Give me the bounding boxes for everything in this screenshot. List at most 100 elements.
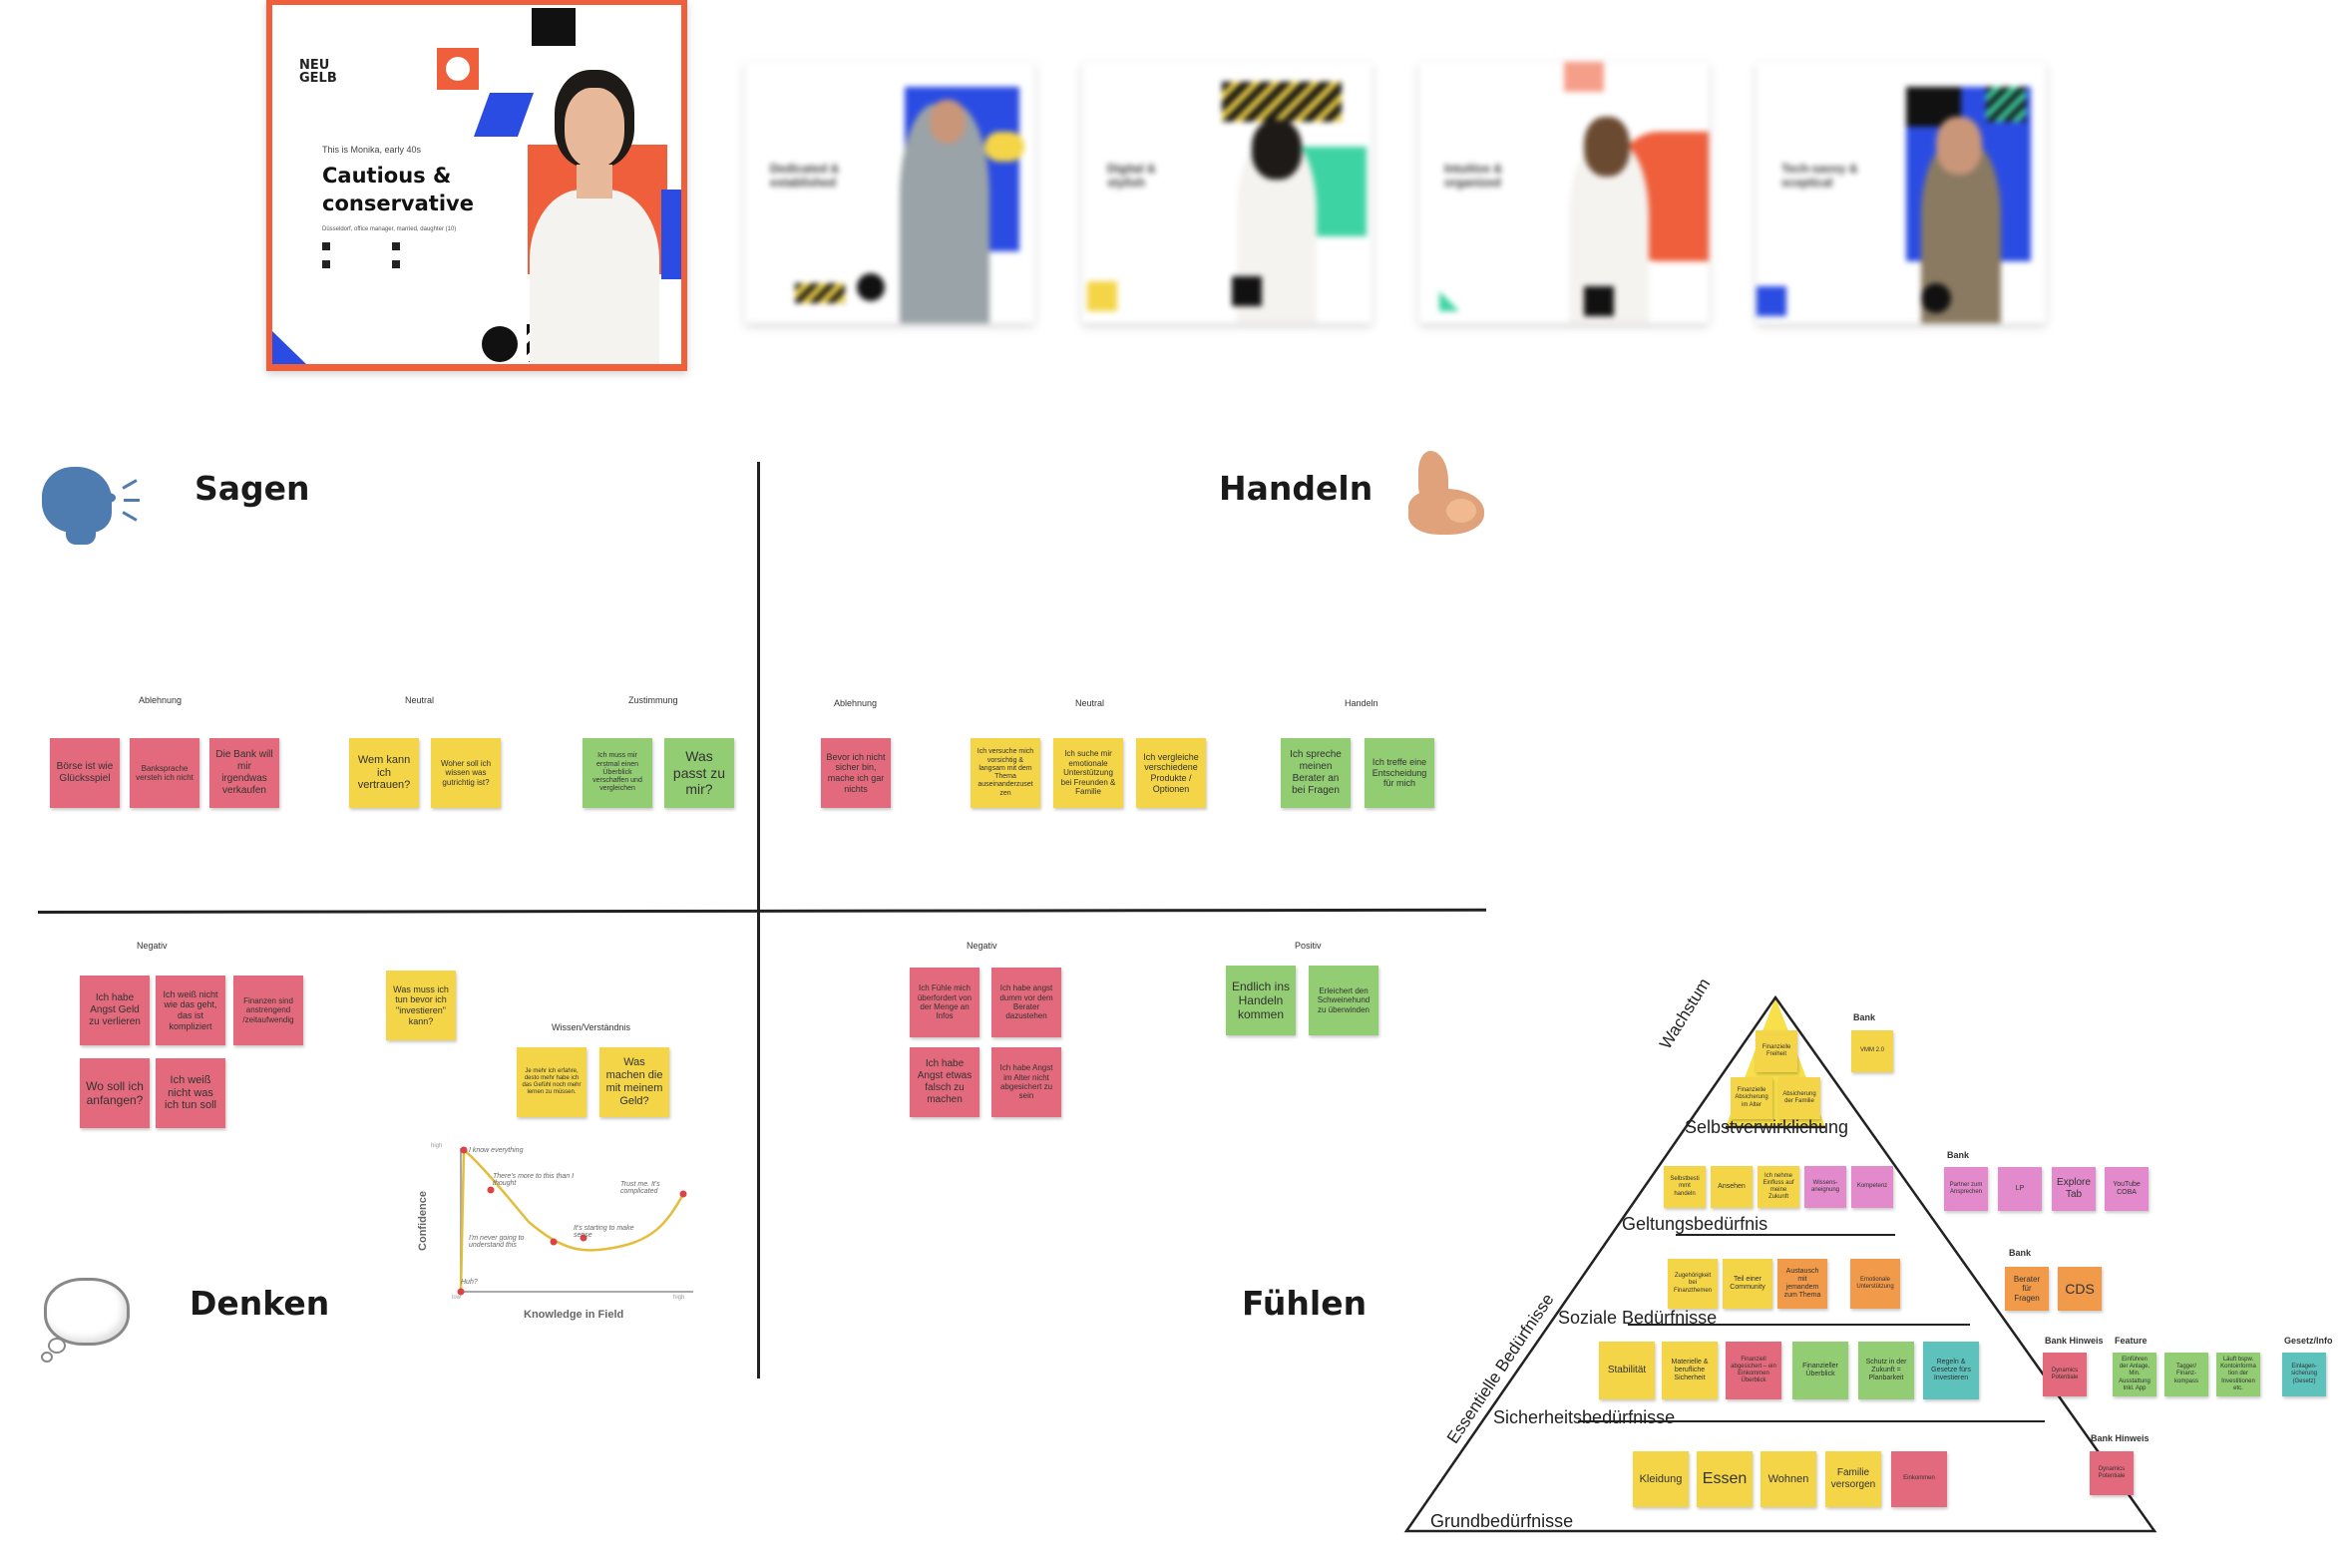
pyramid-level-soziale-beduerfnisse: Soziale Bedürfnisse xyxy=(1558,1308,1718,1328)
sticky-note[interactable]: Läuft bspw. Kontoinformation der Investi… xyxy=(2216,1353,2260,1396)
thought-bubble-icon xyxy=(38,1272,130,1363)
sticky-note[interactable]: Ich spreche meinen Berater an bei Fragen xyxy=(1281,738,1351,808)
category-label-bank-hinweis: Bank Hinweis xyxy=(2045,1336,2104,1346)
sticky-note[interactable]: Ich weiß nicht wie das geht, das ist kom… xyxy=(156,976,225,1045)
dunning-kruger-chart xyxy=(457,1146,693,1296)
sticky-note[interactable]: VMM 2.0 xyxy=(1851,1030,1893,1072)
sticky-note[interactable]: YouTube COBA xyxy=(2105,1167,2149,1211)
sticky-note[interactable]: Börse ist wie Glücksspiel xyxy=(50,738,120,808)
sticky-note[interactable]: Woher soll ich wissen was gutrichtig ist… xyxy=(431,738,501,808)
empathy-vertical-axis xyxy=(757,462,760,1378)
sticky-note[interactable]: Finanzielle Absicherung im Alter xyxy=(1731,1077,1772,1119)
quadrant-heading-fuehlen: Fühlen xyxy=(1242,1284,1368,1323)
sticky-note[interactable]: Partner zum Ansprechen xyxy=(1944,1167,1988,1211)
persona-card-5[interactable]: Tech-savvy & sceptical xyxy=(1757,62,2046,323)
sticky-note[interactable]: Dynamics Potentiale xyxy=(2043,1353,2087,1396)
category-label-bank-hinweis: Bank Hinweis xyxy=(2091,1433,2150,1443)
sticky-note[interactable]: Wem kann ich vertrauen? xyxy=(349,738,419,808)
sticky-note[interactable]: Ansehen xyxy=(1711,1166,1753,1208)
sticky-note[interactable]: Kompetenz xyxy=(1851,1166,1893,1208)
blue-triangle-shape xyxy=(272,331,306,364)
label-neutral: Neutral xyxy=(405,695,435,705)
label-zustimmung: Zustimmung xyxy=(628,695,678,705)
persona-attr-icons xyxy=(322,242,432,272)
sticky-note[interactable]: Banksprache versteh ich nicht xyxy=(130,738,199,808)
sticky-note[interactable]: Absicherung der Familie xyxy=(1778,1077,1820,1119)
sticky-note[interactable]: Ich suche mir emotionale Unterstützung b… xyxy=(1053,738,1123,808)
sticky-note[interactable]: Finanziell abgesichert – ein Einkommen Ü… xyxy=(1726,1342,1781,1399)
persona-photo xyxy=(520,70,669,364)
quadrant-heading-sagen: Sagen xyxy=(195,469,310,508)
sticky-note[interactable]: Ich habe Angst etwas falsch zu machen xyxy=(910,1047,979,1117)
sticky-note[interactable]: Wohnen xyxy=(1761,1451,1816,1507)
persona-5-title: Tech-savvy & sceptical xyxy=(1781,162,1858,190)
sticky-note[interactable]: Ich habe Angst Geld zu verlieren xyxy=(80,976,150,1045)
circle-shape xyxy=(437,48,479,90)
sticky-note[interactable]: Ich weiß nicht was ich tun soll xyxy=(156,1058,225,1128)
sticky-note[interactable]: Austausch mit jemandem zum Thema xyxy=(1777,1259,1827,1309)
sticky-note[interactable]: Emotionale Unterstützung xyxy=(1850,1259,1900,1309)
sticky-note[interactable]: Dynamics Potentiale xyxy=(2090,1451,2134,1495)
label-wissen-verstaendnis: Wissen/Verständnis xyxy=(552,1022,631,1032)
chart-annotation: There's more to this than I thought xyxy=(493,1173,575,1187)
chart-x-label: Knowledge in Field xyxy=(524,1309,624,1321)
sticky-note[interactable]: Erleichert den Schweinehund zu überwinde… xyxy=(1309,966,1378,1035)
brand-logo: NEU GELB xyxy=(299,58,337,86)
persona-card-main[interactable]: NEU GELB This is Monika, early 40s Cauti… xyxy=(266,0,687,371)
sticky-note[interactable]: Einlagen-sicherung (Gesetz) xyxy=(2282,1353,2326,1396)
flexed-biceps-icon xyxy=(1406,451,1488,535)
chart-annotation: I know everything xyxy=(469,1147,524,1154)
sticky-note[interactable]: Finanzen sind anstrengend /zeitaufwendig xyxy=(233,976,303,1045)
sticky-note[interactable]: Regeln & Gesetze fürs Investieren xyxy=(1923,1342,1979,1399)
sticky-note[interactable]: CDS xyxy=(2058,1267,2102,1311)
sticky-note[interactable]: Schutz in der Zukunft = Planbarkeit xyxy=(1858,1342,1914,1399)
sticky-note[interactable]: Materielle & berufliche Sicherheit xyxy=(1662,1342,1718,1399)
quadrant-heading-denken: Denken xyxy=(190,1284,330,1323)
persona-4-title: Intuitive & organized xyxy=(1444,162,1503,190)
sticky-note[interactable]: Finanzielle Freiheit xyxy=(1756,1030,1797,1072)
sticky-note[interactable]: Ich habe angst dumm vor dem Berater dazu… xyxy=(991,968,1061,1037)
label-negativ: Negativ xyxy=(967,941,997,951)
sticky-note[interactable]: Selbstbestimmt handeln xyxy=(1664,1166,1706,1208)
category-label-bank: Bank xyxy=(1853,1012,1876,1022)
speaking-head-icon xyxy=(42,459,142,549)
category-label-bank: Bank xyxy=(2009,1248,2032,1258)
sticky-note[interactable]: Wissens-aneignung xyxy=(1804,1166,1846,1208)
sticky-note[interactable]: Teil einer Community xyxy=(1723,1259,1772,1309)
sticky-note[interactable]: Kleidung xyxy=(1633,1451,1689,1507)
sticky-note[interactable]: Ich treffe eine Entscheidung für mich xyxy=(1365,738,1434,808)
sticky-note[interactable]: Bevor ich nicht sicher bin, mache ich ga… xyxy=(821,738,891,808)
sticky-note[interactable]: Was passt zu mir? xyxy=(664,738,734,808)
sticky-note[interactable]: Berater für Fragen xyxy=(2005,1267,2049,1311)
sticky-note[interactable]: Was muss ich tun bevor ich "investieren"… xyxy=(386,971,456,1040)
sticky-note[interactable]: Ich Fühle mich überfordert von der Menge… xyxy=(910,968,979,1037)
sticky-note[interactable]: LP xyxy=(1998,1167,2042,1211)
sticky-note[interactable]: Zugehörigkeit bei Finanzthemen xyxy=(1668,1259,1718,1309)
persona-card-4[interactable]: Intuitive & organized xyxy=(1419,62,1709,323)
sticky-note[interactable]: Je mehr ich erfahre, desto mehr habe ich… xyxy=(517,1047,587,1117)
sticky-note[interactable]: Was machen die mit meinem Geld? xyxy=(599,1047,669,1117)
label-positiv: Positiv xyxy=(1295,941,1322,951)
sticky-note[interactable]: Familie versorgen xyxy=(1825,1451,1881,1507)
sticky-note[interactable]: Einführen der Anlage, Min. Ausstattung I… xyxy=(2113,1353,2156,1396)
sticky-note[interactable]: Wo soll ich anfangen? xyxy=(80,1058,150,1128)
sticky-note[interactable]: Ich habe Angst im Alter nicht abgesicher… xyxy=(991,1047,1061,1117)
sticky-note[interactable]: Finanzieller Überblick xyxy=(1792,1342,1848,1399)
empathy-horizontal-axis xyxy=(37,908,1487,914)
sticky-note[interactable]: Einkommen xyxy=(1891,1451,1947,1507)
sticky-note[interactable]: Essen xyxy=(1697,1451,1753,1507)
persona-title: Cautious & conservative xyxy=(322,164,474,215)
sticky-note[interactable]: Ich versuche mich vorsichtig & langsam m… xyxy=(971,738,1040,808)
sticky-note[interactable]: Ich muss mir erstmal einen Überblick ver… xyxy=(583,738,652,808)
chart-annotation: Trust me. It's complicated xyxy=(620,1181,660,1195)
sticky-note[interactable]: Ich nehme Einfluss auf meine Zukunft xyxy=(1758,1166,1799,1208)
sticky-note[interactable]: Die Bank will mir irgendwas verkaufen xyxy=(209,738,279,808)
category-label-feature: Feature xyxy=(2115,1336,2148,1346)
persona-card-3[interactable]: Digital & stylish xyxy=(1082,62,1371,323)
persona-card-2[interactable]: Dedicated & established xyxy=(745,62,1034,323)
sticky-note[interactable]: Endlich ins Handeln kommen xyxy=(1226,966,1296,1035)
sticky-note[interactable]: Explore Tab xyxy=(2052,1167,2096,1211)
sticky-note[interactable]: Tagger/ Finanz-kompass xyxy=(2164,1353,2208,1396)
sticky-note[interactable]: Stabilität xyxy=(1599,1342,1655,1399)
sticky-note[interactable]: Ich vergleiche verschiedene Produkte / O… xyxy=(1136,738,1206,808)
